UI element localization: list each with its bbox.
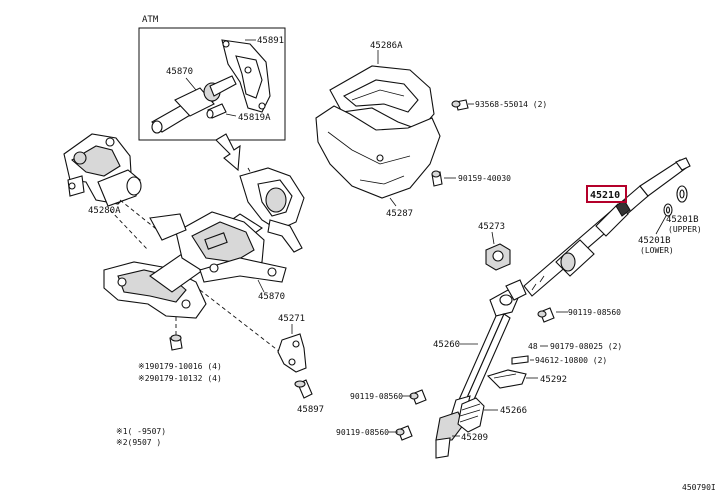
highlight-45210 xyxy=(586,185,627,203)
label-45210: 45210 xyxy=(590,190,620,201)
detail-title: ATM xyxy=(142,15,159,25)
screw-90159 xyxy=(431,170,443,187)
bearing-lower xyxy=(663,203,673,217)
label-90119-b: 90119-08560 xyxy=(350,392,403,401)
detail-pin xyxy=(206,103,227,119)
label-90119-c: 90119-08560 xyxy=(336,428,389,437)
align-line-b xyxy=(109,209,149,251)
bolt-90119-b xyxy=(409,389,427,405)
label-45292: 45292 xyxy=(540,375,567,385)
clip-94612 xyxy=(511,355,529,365)
label-upper-note: (UPPER) xyxy=(668,225,702,234)
label-45266: 45266 xyxy=(500,406,527,416)
bolt-190179 xyxy=(169,334,183,351)
label-90119-a: 90119-08560 xyxy=(568,308,621,317)
bolt-90119-c xyxy=(395,425,413,441)
bolt-45897 xyxy=(294,379,313,399)
label-45891: 45891 xyxy=(257,36,284,46)
bracket-45271 xyxy=(277,333,307,373)
label-290179: ※290179-10132 (4) xyxy=(138,374,222,383)
label-45870-detail: 45870 xyxy=(166,67,193,77)
label-90179-08025: 90179-08025 (2) xyxy=(550,342,622,351)
bushing-45273 xyxy=(485,243,511,271)
main-shaft-45210 xyxy=(523,157,691,297)
note-1: ※1( -9507) xyxy=(116,427,166,436)
label-45287: 45287 xyxy=(386,209,413,219)
label-45209: 45209 xyxy=(461,433,488,443)
label-93568: 93568-55014 (2) xyxy=(475,100,547,109)
align-line-d xyxy=(199,289,281,353)
diagram-id: 450790I xyxy=(682,483,716,492)
label-45286a: 45286A xyxy=(370,41,403,51)
steering-lock-housing xyxy=(63,133,142,207)
label-45260: 45260 xyxy=(433,340,460,350)
label-45819a: 45819A xyxy=(238,113,271,123)
bolt-90119-a xyxy=(537,307,555,323)
detail-frame xyxy=(138,27,286,141)
column-cover-upper xyxy=(329,65,435,131)
label-190179: ※190179-10016 (4) xyxy=(138,362,222,371)
label-45897: 45897 xyxy=(297,405,324,415)
label-94612: 94612-10800 (2) xyxy=(535,356,607,365)
detail-bracket xyxy=(221,39,271,113)
label-45271: 45271 xyxy=(278,314,305,324)
note-2: ※2(9507 ) xyxy=(116,438,161,447)
label-45870: 45870 xyxy=(258,292,285,302)
atm-detail-inset: ATM 45891 45870 45819A xyxy=(138,15,286,141)
detail-arrow xyxy=(215,133,241,172)
label-lower-note: (LOWER) xyxy=(640,246,674,255)
detail-shaft xyxy=(151,75,237,134)
label-45201b-upper: 45201B xyxy=(666,215,699,225)
label-45280a: 45280A xyxy=(88,206,121,216)
steering-column-assembly xyxy=(103,167,305,319)
screw-93568 xyxy=(451,99,469,111)
align-line-a xyxy=(119,199,161,233)
label-48: 48 xyxy=(528,342,538,351)
plate-45292 xyxy=(486,369,527,389)
boot-45266 xyxy=(457,397,485,433)
column-cover-lower xyxy=(315,105,441,199)
label-90159: 90159-40030 xyxy=(458,174,511,183)
label-45273: 45273 xyxy=(478,222,505,232)
label-45201b-lower: 45201B xyxy=(638,236,671,246)
intermediate-shaft-45260 xyxy=(435,279,527,459)
bearing-upper xyxy=(676,185,688,203)
